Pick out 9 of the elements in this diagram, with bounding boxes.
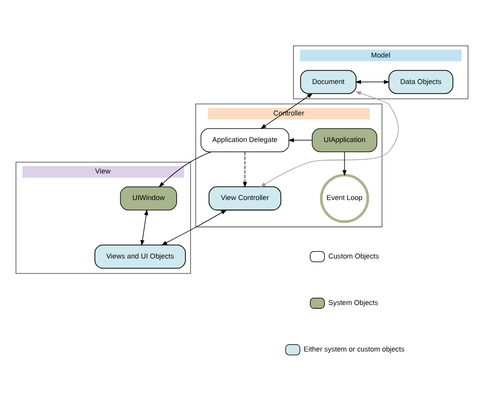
arrow bbox=[260, 91, 399, 188]
arrow bbox=[242, 152, 247, 188]
arrow bbox=[288, 138, 312, 142]
arrow bbox=[158, 152, 212, 188]
arrow bbox=[140, 209, 148, 246]
arrow bbox=[161, 210, 227, 246]
arrow bbox=[355, 80, 390, 84]
arrow bbox=[342, 152, 347, 176]
arrow bbox=[260, 93, 313, 130]
